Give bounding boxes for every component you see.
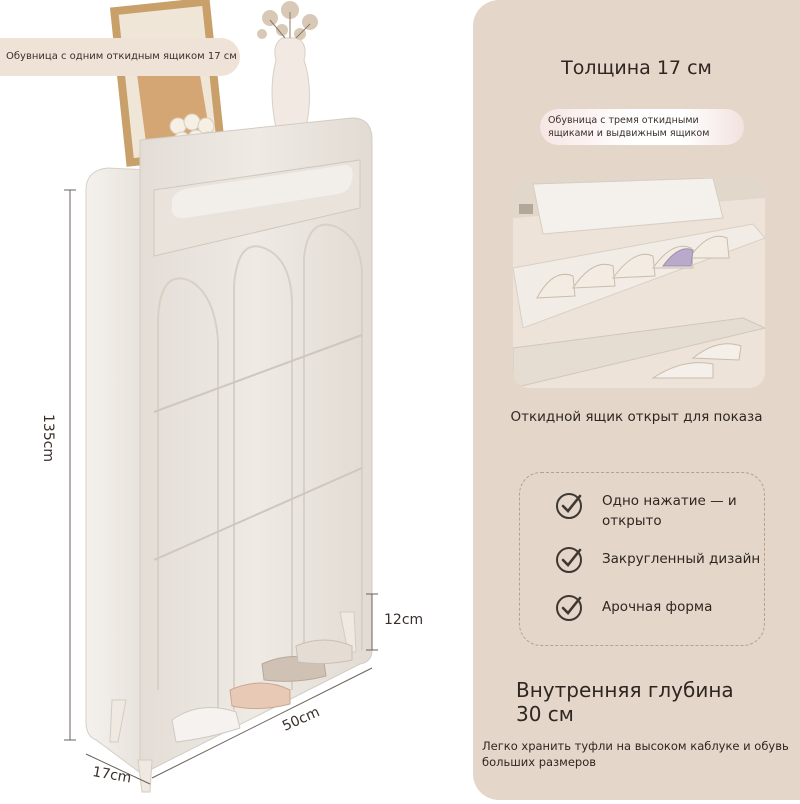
check-circle-icon: [556, 595, 582, 621]
feature-label: Арочная форма: [602, 599, 713, 615]
height-dimension-label: 135cm: [40, 414, 56, 463]
check-circle-icon: [556, 547, 582, 573]
inner-depth-title: Внутренняя глубина 30 см: [516, 678, 796, 726]
dimension-lines: [64, 189, 378, 785]
cabinet-body: [85, 117, 373, 781]
shoes-under-cabinet: [171, 639, 353, 743]
pill-line-2: ящиками и выдвижным ящиком: [548, 128, 710, 139]
vase-with-flowers: [257, 1, 318, 129]
inner-depth-title-line-2: 30 см: [516, 702, 574, 726]
variant-pill: Обувница с тремя откидными ящиками и выд…: [540, 109, 744, 145]
feature-label: Закругленный дизайн: [602, 551, 761, 567]
pill-line-1: Обувница с тремя откидными: [548, 115, 699, 126]
product-image-area: Обувница с одним откидным ящиком 17 см 1…: [0, 0, 424, 793]
open-drawer-illustration: [513, 178, 765, 388]
shoe-cabinet-illustration: [64, 0, 378, 793]
features-box: Одно нажатие — и открыто Закругленный ди…: [519, 472, 765, 646]
leg-height-dimension-label: 12cm: [384, 612, 424, 628]
check-circle-icon: [556, 493, 582, 519]
open-drawer-photo: [513, 178, 765, 388]
cabinet-legs: [109, 611, 357, 793]
photo-caption: Откидной ящик открыт для показа: [510, 409, 763, 425]
inner-depth-title-line-1: Внутренняя глубина: [516, 678, 734, 702]
inner-depth-description: Легко хранить туфли на высоком каблуке и…: [482, 739, 789, 769]
feature-label: Одно нажатие — и открыто: [602, 493, 737, 529]
product-variant-tag: Обувница с одним откидным ящиком 17 см: [0, 38, 240, 76]
thickness-title: Толщина 17 см: [561, 57, 712, 79]
